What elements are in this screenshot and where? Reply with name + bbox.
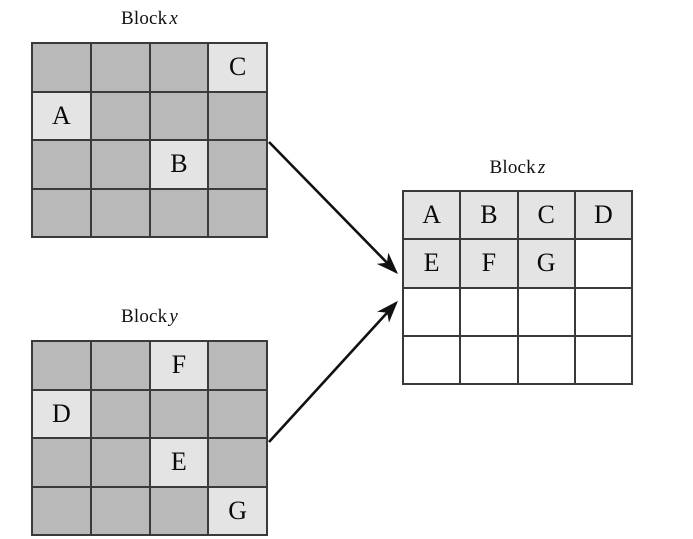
block-y-cell-r2-c2: E (150, 439, 208, 486)
block-z-cell-r1-c1: F (461, 240, 517, 287)
block-x-cell-r2-c1 (91, 141, 149, 188)
arrow-x-to-z (268, 141, 398, 275)
block-x-title-prefix: Block (120, 8, 168, 29)
block-x-cell-r0-c1 (91, 44, 149, 91)
block-x-title-symbol: x (169, 8, 179, 29)
block-z-cell-r3-c3 (575, 336, 631, 383)
block-y-cell-r0-c1 (91, 342, 149, 389)
block-z-cell-r3-c2 (518, 336, 574, 383)
block-x-cell-r1-c2 (150, 92, 208, 139)
block-y-cell-r1-c1 (91, 390, 149, 437)
block-z-cell-r2-c0 (404, 288, 460, 335)
block-z-cell-r3-c1 (461, 336, 517, 383)
block-z-cell-r2-c3 (575, 288, 631, 335)
block-x-cell-r3-c1 (91, 189, 149, 236)
block-x-cell-r2-c3 (209, 141, 266, 188)
block-z-cell-r0-c0: A (404, 192, 460, 239)
block-x-cell-r3-c0 (33, 189, 90, 236)
block-y-cell-r0-c2: F (150, 342, 208, 389)
block-z-cell-r1-c3 (575, 240, 631, 287)
block-z-cell-r1-c0: E (404, 240, 460, 287)
block-z-cell-r2-c2 (518, 288, 574, 335)
block-z-cell-r0-c1: B (461, 192, 517, 239)
block-x-cell-r1-c1 (91, 92, 149, 139)
block-x-cell-r2-c2: B (150, 141, 208, 188)
block-x-grid: C A B (31, 42, 268, 238)
block-z-title-prefix: Block (489, 157, 536, 178)
block-z-cell-r0-c3: D (575, 192, 631, 239)
block-x-cell-r2-c0 (33, 141, 90, 188)
block-x-cell-r3-c3 (209, 189, 266, 236)
block-y-cell-r2-c3 (209, 439, 266, 486)
block-x-cell-r1-c3 (209, 92, 266, 139)
arrow-y-to-z (268, 300, 398, 443)
block-y-cell-r0-c0 (33, 342, 90, 389)
block-y-cell-r3-c0 (33, 487, 90, 534)
block-y-cell-r3-c3: G (209, 487, 266, 534)
block-z-title-symbol: z (537, 157, 546, 178)
block-y-title-prefix: Block (120, 306, 168, 327)
block-z-cell-r0-c2: C (518, 192, 574, 239)
block-x-cell-r0-c3: C (209, 44, 266, 91)
block-y-cell-r1-c0: D (33, 390, 90, 437)
block-x-cell-r1-c0: A (33, 92, 90, 139)
block-x-cell-r3-c2 (150, 189, 208, 236)
block-z-cell-r3-c0 (404, 336, 460, 383)
block-x-cell-r0-c0 (33, 44, 90, 91)
block-y-cell-r2-c0 (33, 439, 90, 486)
block-z-cell-r1-c2: G (518, 240, 574, 287)
block-y-cell-r3-c2 (150, 487, 208, 534)
block-x-cell-r0-c2 (150, 44, 208, 91)
block-y-cell-r1-c2 (150, 390, 208, 437)
block-y-cell-r3-c1 (91, 487, 149, 534)
block-y-cell-r1-c3 (209, 390, 266, 437)
block-y-title-symbol: y (169, 306, 179, 327)
block-y-cell-r0-c3 (209, 342, 266, 389)
block-z-cell-r2-c1 (461, 288, 517, 335)
block-y-cell-r2-c1 (91, 439, 149, 486)
